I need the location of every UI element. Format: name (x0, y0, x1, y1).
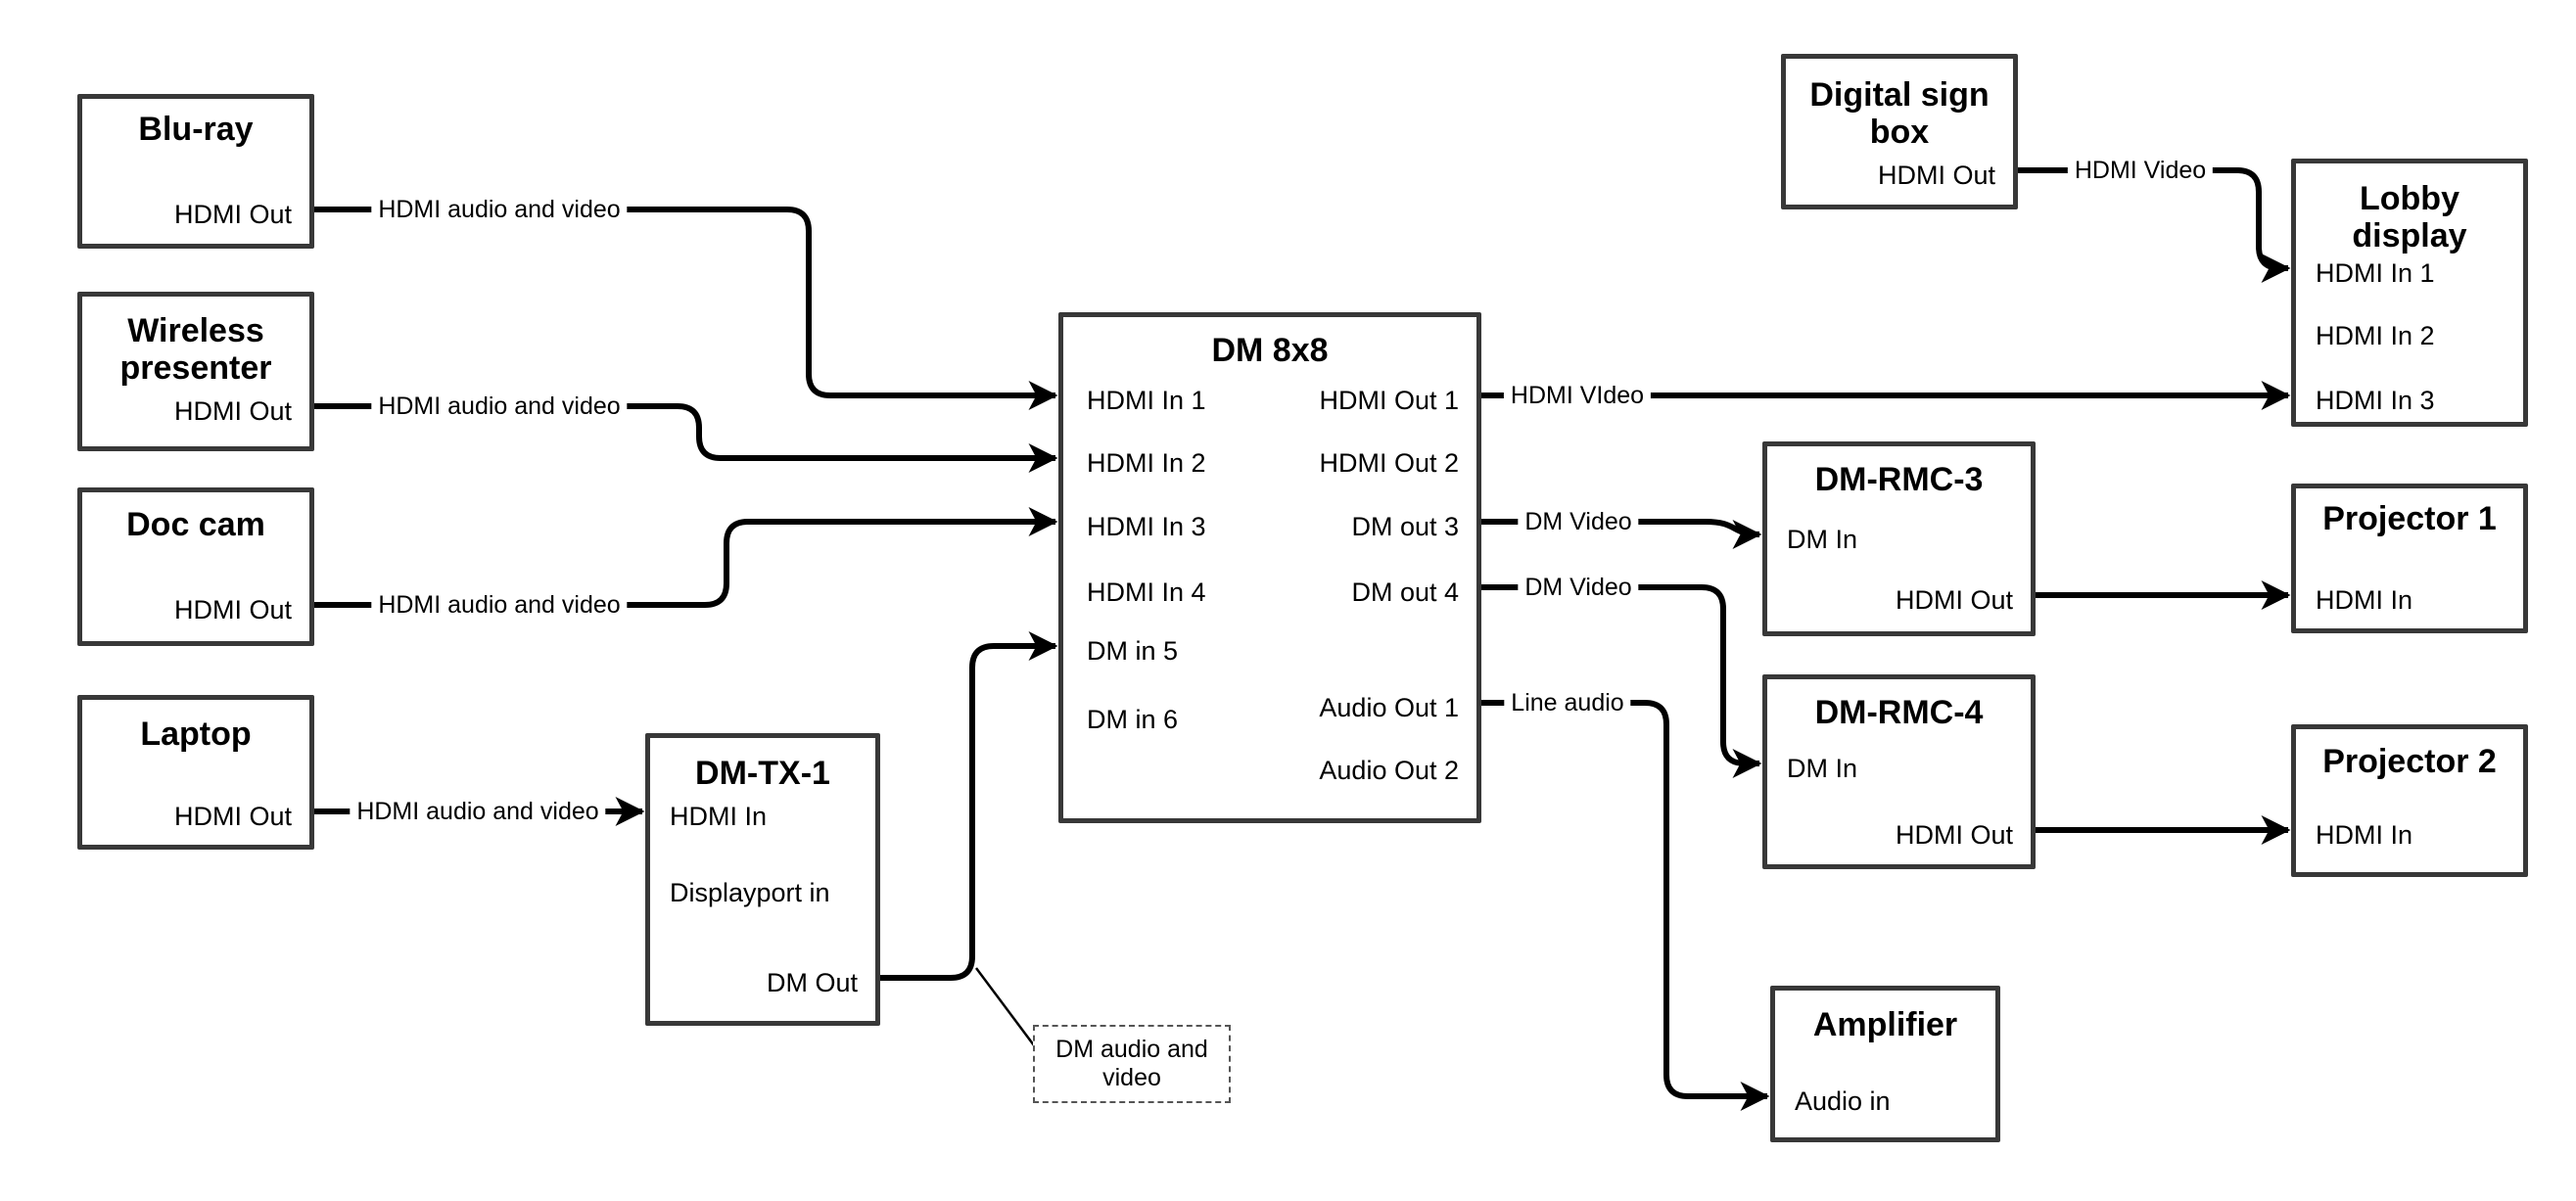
port-displayport-in: Displayport in (670, 878, 830, 907)
node-title: Doc cam (126, 506, 265, 543)
edge-wireless-to-dm8x8 (314, 403, 1058, 473)
port-hdmi-out-1: HDMI Out 1 (1319, 386, 1459, 415)
edge-signbox-to-lobby (2018, 167, 2291, 283)
node-lobby-display: Lobby display HDMI In 1 HDMI In 2 HDMI I… (2291, 159, 2528, 427)
port-audio-out-2: Audio Out 2 (1319, 756, 1459, 785)
node-dm-rmc-3: DM-RMC-3 DM In HDMI Out (1762, 441, 2036, 636)
edge-label-hdmi-video: HDMI Video (2067, 156, 2214, 185)
port-hdmi-in-3: HDMI In 3 (1087, 512, 1206, 541)
edge-label-hdmi-audio-video-1: HDMI audio and video (371, 195, 628, 224)
port-hdmi-in-3: HDMI In 3 (2316, 386, 2435, 415)
port-dm-out-3: DM out 3 (1351, 512, 1459, 541)
node-blu-ray: Blu-ray HDMI Out (77, 94, 314, 249)
node-digital-sign-box: Digital sign box HDMI Out (1781, 54, 2018, 209)
edge-label-hdmi-video-out1: HDMI VIdeo (1503, 381, 1652, 410)
node-projector-1: Projector 1 HDMI In (2291, 484, 2528, 633)
port-hdmi-out: HDMI Out (173, 802, 292, 831)
edge-label-hdmi-audio-video-2: HDMI audio and video (371, 392, 628, 421)
note-text: DM audio and video (1055, 1036, 1208, 1091)
note-leader-line (974, 967, 1036, 1046)
edge-label-hdmi-audio-video-3: HDMI audio and video (371, 590, 628, 620)
node-title: Laptop (140, 716, 252, 753)
edge-doccam-to-dm8x8 (314, 507, 1058, 608)
port-hdmi-in-4: HDMI In 4 (1087, 577, 1206, 607)
port-hdmi-out: HDMI Out (1895, 585, 2013, 615)
node-title: DM-TX-1 (695, 755, 830, 792)
note-dm-audio-and-video: DM audio and video (1033, 1025, 1231, 1103)
port-hdmi-in: HDMI In (670, 802, 768, 831)
node-amplifier: Amplifier Audio in (1770, 986, 2000, 1142)
node-laptop: Laptop HDMI Out (77, 695, 314, 850)
node-dm-8x8: DM 8x8 HDMI In 1 HDMI In 2 HDMI In 3 HDM… (1058, 312, 1481, 823)
node-title: Lobby display (2296, 180, 2523, 254)
node-wireless-presenter: Wireless presenter HDMI Out (77, 292, 314, 451)
port-hdmi-out: HDMI Out (173, 396, 292, 426)
edge-dmtx1-to-dm8x8 (880, 631, 1058, 981)
node-title: DM-RMC-3 (1814, 461, 1984, 498)
node-title: DM-RMC-4 (1814, 694, 1984, 731)
port-dm-out-4: DM out 4 (1351, 577, 1459, 607)
port-hdmi-out: HDMI Out (173, 595, 292, 624)
port-hdmi-in: HDMI In (2316, 820, 2413, 850)
port-hdmi-in-2: HDMI In 2 (2316, 321, 2435, 350)
edge-label-hdmi-audio-video-4: HDMI audio and video (350, 797, 606, 826)
port-dm-in: DM In (1787, 525, 1858, 554)
port-hdmi-out: HDMI Out (173, 200, 292, 229)
node-title: Amplifier (1812, 1006, 1958, 1043)
port-dm-in-6: DM in 6 (1087, 705, 1179, 734)
port-hdmi-in: HDMI In (2316, 585, 2413, 615)
node-dm-rmc-4: DM-RMC-4 DM In HDMI Out (1762, 674, 2036, 869)
node-title-text: Lobby display (2352, 180, 2467, 254)
edge-bluray-to-dm8x8 (314, 207, 1058, 410)
node-title: Digital sign box (1809, 76, 1990, 151)
node-projector-2: Projector 2 HDMI In (2291, 724, 2528, 877)
node-title: Projector 1 (2322, 500, 2497, 537)
port-hdmi-out-2: HDMI Out 2 (1319, 448, 1459, 478)
port-hdmi-out: HDMI Out (1877, 161, 1995, 190)
port-hdmi-in-1: HDMI In 1 (2316, 258, 2435, 288)
port-hdmi-out: HDMI Out (1895, 820, 2013, 850)
port-audio-in: Audio in (1795, 1086, 1891, 1116)
edge-dm8x8-audio1-to-amp (1481, 700, 1770, 1111)
port-dm-in-5: DM in 5 (1087, 636, 1179, 666)
node-title: Projector 2 (2322, 743, 2497, 780)
edge-dm8x8-out3-to-rmc3 (1481, 519, 1762, 549)
edge-label-dm-video-out3: DM Video (1518, 507, 1639, 536)
port-dm-out: DM Out (766, 968, 858, 997)
node-dm-tx-1: DM-TX-1 HDMI In Displayport in DM Out (645, 733, 880, 1026)
node-doc-cam: Doc cam HDMI Out (77, 487, 314, 646)
port-audio-out-1: Audio Out 1 (1319, 693, 1459, 722)
node-title: Wireless presenter (119, 312, 272, 387)
node-title: DM 8x8 (1211, 332, 1329, 369)
port-dm-in: DM In (1787, 754, 1858, 783)
edge-label-line-audio: Line audio (1504, 688, 1631, 717)
node-title: Blu-ray (138, 111, 254, 148)
edge-dm8x8-out4-to-rmc4 (1481, 584, 1762, 778)
port-hdmi-in-1: HDMI In 1 (1087, 386, 1206, 415)
port-hdmi-in-2: HDMI In 2 (1087, 448, 1206, 478)
edge-label-dm-video-out4: DM Video (1518, 573, 1639, 602)
